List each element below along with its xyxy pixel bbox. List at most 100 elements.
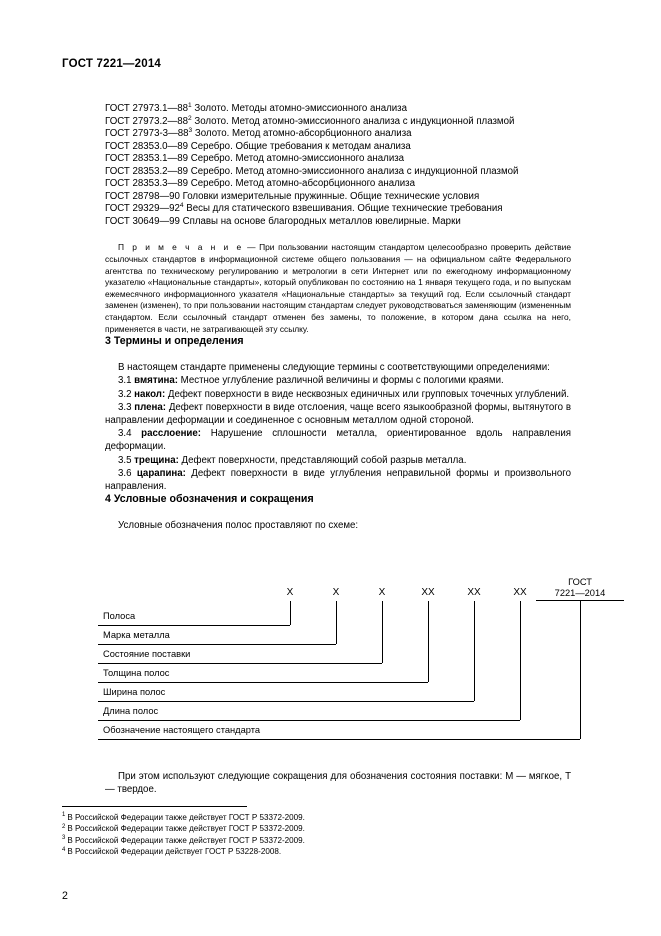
standard-designation: ГОСТ 27973-3—88 — [105, 128, 189, 140]
term-number: 3.6 — [118, 467, 137, 479]
note-label: П р и м е ч а н и е — [118, 242, 244, 253]
scheme-row-rule — [98, 701, 474, 702]
scheme-row-rule — [98, 663, 382, 664]
footnote-text: В Российской Федерации действует ГОСТ Р … — [67, 847, 282, 857]
term-number: 3.5 — [118, 454, 135, 466]
footnote-text: В Российской Федерации также действует Г… — [67, 824, 305, 834]
footnote-text: В Российской Федерации также действует Г… — [67, 835, 305, 845]
footnote-marker: 2 — [188, 114, 192, 122]
section-3-heading: 3 Термины и определения — [105, 335, 244, 348]
referenced-standard-item: ГОСТ 28353.0—89 Серебро. Общие требовани… — [105, 141, 571, 154]
document-body: ГОСТ 27973.1—881 Золото. Методы атомно-э… — [105, 101, 571, 532]
referenced-standards-list: ГОСТ 27973.1—881 Золото. Методы атомно-э… — [105, 101, 571, 229]
term-definition: 3.3 плена: Дефект поверхности в виде отс… — [105, 401, 571, 427]
standard-designation: ГОСТ 28353.0—89 Серебро. Общие требовани… — [105, 140, 411, 152]
scheme-row-riser — [520, 601, 521, 720]
term-definition: 3.6 царапина: Дефект поверхности в виде … — [105, 467, 571, 493]
term-name: плена: — [134, 401, 167, 413]
scheme-row-rule — [98, 644, 336, 645]
scheme-row-rule — [98, 739, 580, 740]
referenced-standard-item: ГОСТ 30649—99 Сплавы на основе благородн… — [105, 216, 571, 229]
footnote-text: В Российской Федерации также действует Г… — [67, 813, 305, 822]
standard-designation: ГОСТ 27973.2—88 — [105, 115, 189, 127]
term-text: Дефект поверхности, представляющий собой… — [178, 454, 467, 466]
scheme-row-riser — [428, 601, 429, 682]
scheme-row-label: Толщина полос — [103, 668, 170, 678]
scheme-row-riser — [474, 601, 475, 701]
scheme-row-rule — [98, 720, 520, 721]
term-name: царапина: — [136, 467, 186, 479]
terms-list: 3.1 вмятина: Местное углубление различно… — [105, 374, 571, 493]
scheme-marker-6: XX — [513, 587, 527, 598]
note-paragraph: П р и м е ч а н и е — При пользовании на… — [105, 242, 571, 335]
scheme-row-label: Полоса — [103, 611, 136, 621]
scheme-marker-1: X — [286, 587, 294, 598]
referenced-standard-item: ГОСТ 29329—924 Весы для статического взв… — [105, 202, 571, 216]
referenced-standard-item: ГОСТ 28353.1—89 Серебро. Метод атомно-эм… — [105, 153, 571, 166]
section-4-closing: При этом используют следующие сокращения… — [105, 771, 571, 796]
term-name: накол: — [134, 388, 166, 400]
section-4-heading: 4 Условные обозначения и сокращения — [105, 493, 314, 506]
term-number: 3.2 — [118, 388, 135, 400]
term-number: 3.1 — [118, 375, 135, 387]
standard-designation: ГОСТ 28353.1—89 Серебро. Метод атомно-эм… — [105, 153, 405, 165]
scheme-row-label: Состояние поставки — [103, 649, 191, 659]
section-4-lead: Условные обозначения полос проставляют п… — [118, 520, 359, 532]
standard-designation: ГОСТ 29329—92 — [105, 203, 180, 215]
term-text: Дефект поверхности в виде несквозных еди… — [165, 388, 570, 400]
term-definition: 3.2 накол: Дефект поверхности в виде нес… — [105, 388, 571, 401]
footnote-marker: 4 — [179, 202, 184, 210]
term-text: Дефект поверхности в виде углубления неп… — [105, 467, 571, 493]
term-name: трещина: — [134, 454, 179, 466]
scheme-gost-tag-rule — [536, 600, 624, 601]
scheme-row-riser — [290, 601, 291, 625]
scheme-row-riser — [382, 601, 383, 663]
scheme-row-riser — [580, 601, 581, 739]
scheme-row-rule — [98, 625, 290, 626]
term-definition: 3.4 расслоение: Нарушение сплошности мет… — [105, 427, 571, 453]
footnote-number: 2 — [62, 823, 66, 830]
page-number: 2 — [62, 890, 68, 902]
section-4-closing-wrap: При этом используют следующие сокращения… — [105, 770, 571, 796]
footnote-number: 1 — [62, 812, 66, 819]
section-3-intro: В настоящем стандарте применены следующи… — [118, 362, 550, 374]
section-3-terms: В настоящем стандарте применены следующи… — [105, 361, 571, 493]
scheme-marker-5: XX — [467, 587, 481, 598]
term-text: Нарушение сплошности металла, ориентиров… — [105, 428, 571, 453]
standard-designation: ГОСТ 30649—99 Сплавы на основе благородн… — [105, 215, 461, 227]
term-text: Местное углубление различной величины и … — [177, 375, 504, 387]
scheme-gost-tag-line2: 7221—2014 — [554, 587, 606, 598]
standard-designation: ГОСТ 28353.2—89 Серебро. Метод атомно-эм… — [105, 165, 519, 177]
term-definition: 3.1 вмятина: Местное углубление различно… — [105, 374, 571, 387]
scheme-marker-3: X — [378, 587, 386, 598]
term-number: 3.3 — [118, 401, 135, 413]
term-text: Дефект поверхности в виде отслоения, чащ… — [105, 401, 571, 427]
note-body: — При пользовании настоящим стандартом ц… — [105, 242, 572, 334]
term-number: 3.4 — [118, 428, 142, 440]
footnote-marker: 1 — [188, 101, 192, 109]
standard-title: Весы для статического взвешивания. Общие… — [183, 203, 503, 215]
standard-title: Золото. Метод атомно-абсорбционного анал… — [192, 128, 412, 140]
scheme-row-label: Ширина полос — [103, 687, 166, 697]
footnote-number: 3 — [62, 835, 66, 842]
term-name: вмятина: — [134, 375, 178, 387]
term-name: расслоение: — [141, 428, 202, 440]
standard-designation: ГОСТ 28798—90 Головки измерительные пруж… — [105, 190, 480, 202]
referenced-standard-item: ГОСТ 27973.2—882 Золото. Метод атомно-эм… — [105, 114, 571, 129]
referenced-standard-item: ГОСТ 28798—90 Головки измерительные пруж… — [105, 191, 571, 204]
scheme-gost-tag-line1: ГОСТ — [568, 577, 592, 587]
page-header-standard-ref: ГОСТ 7221—2014 — [62, 58, 162, 70]
referenced-standard-item: ГОСТ 27973-3—883 Золото. Метод атомно-аб… — [105, 126, 571, 141]
footnote-marker: 3 — [188, 126, 193, 134]
footnote-number: 4 — [62, 846, 66, 853]
scheme-row-rule — [98, 682, 428, 683]
scheme-marker-4: XX — [421, 587, 435, 598]
